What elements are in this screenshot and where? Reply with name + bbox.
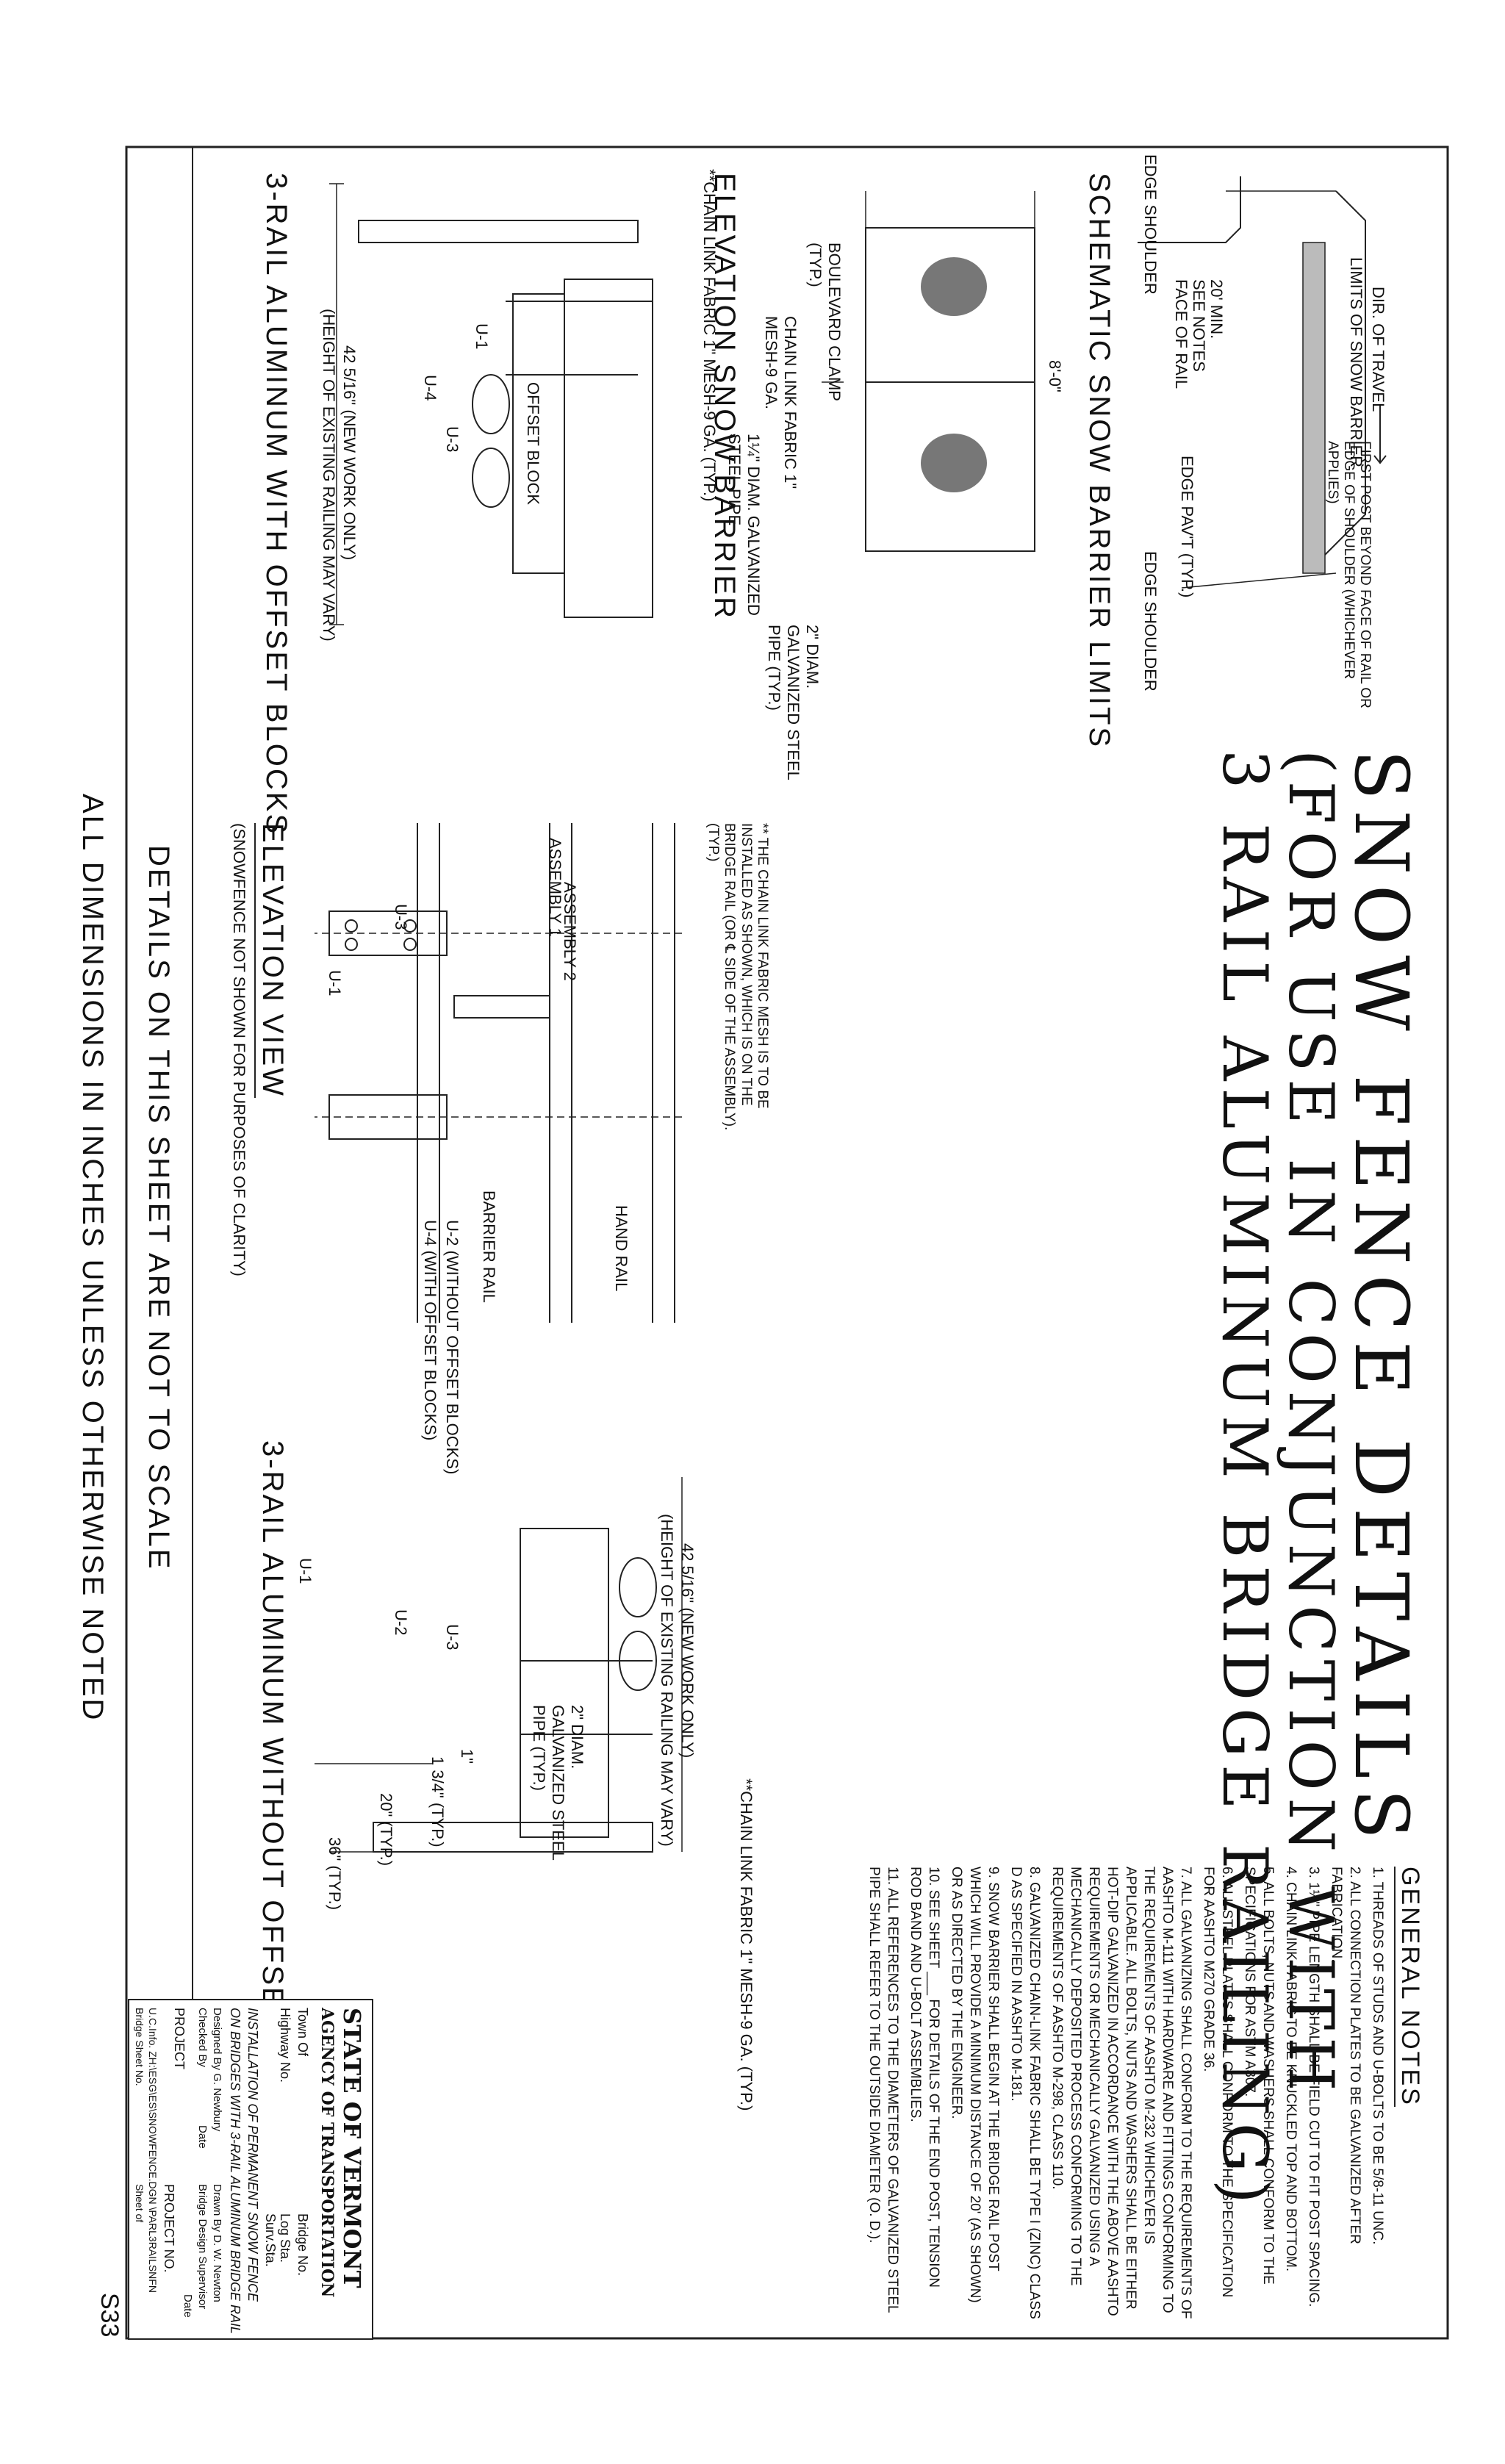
tb-date-2: Date	[182, 2294, 194, 2318]
dim-b-label: 20" (TYP.)	[377, 1793, 395, 1867]
barrier-rail-label: BARRIER RAIL	[480, 1190, 498, 1303]
with-offset-u3: U-3	[443, 426, 461, 453]
see-notes-label: SEE NOTES	[1190, 279, 1208, 372]
tb-bridge-no: Bridge No.	[295, 2213, 310, 2277]
tb-project: PROJECT	[172, 2008, 187, 2070]
tb-surv-sta: Surv.Sta.	[263, 2213, 278, 2267]
tb-sheet: Sheet of	[134, 2184, 146, 2223]
with-offset-height-note: (HEIGHT OF EXISTING RAILING MAY VARY)	[320, 309, 338, 642]
schematic-drawing	[1064, 147, 1446, 735]
without-offset-height-note: (HEIGHT OF EXISTING RAILING MAY VARY)	[658, 1514, 676, 1847]
general-note-item: 9. SNOW BARRIER SHALL BEGIN AT THE BRIDG…	[949, 1867, 1001, 2303]
boulevard-clamp-label: BOULEVARD CLAMP (TYP.)	[806, 243, 844, 401]
general-note-item: 10. SEE SHEET ___ FOR DETAILS OF THE END…	[908, 1867, 941, 2288]
with-offset-u1: U-1	[473, 323, 491, 350]
tb-project-no: PROJECT NO.	[162, 2184, 176, 2273]
title-line-1: SNOW FENCE DETAILS	[1338, 750, 1424, 1850]
dim-d-label: 1"	[458, 1749, 476, 1764]
general-notes: GENERAL NOTES 1. THREADS OF STUDS AND U-…	[861, 1867, 1424, 2322]
assembly-2-label: ASSEMBLY 2	[561, 882, 579, 981]
tb-file: U.C.Info. ZH:\ESG\ES\SNOWFENCE.DGN \PARL…	[147, 2008, 159, 2293]
spacing-label: 8'-0"	[1046, 360, 1064, 392]
dim-c-label: 36" (TYP.)	[326, 1837, 344, 1911]
offset-block-label: OFFSET BLOCK	[524, 382, 542, 506]
without-offset-pipe-label: 2" DIAM. GALVANIZED STEEL PIPE (TYP.)	[530, 1705, 586, 1861]
without-offset-chain-label: **CHAIN LINK FABRIC 1" MESH-9 GA. (TYP.)	[737, 1778, 755, 2111]
general-note-item: 3. 1¼" PIPE LENGTH SHALL BE FIELD CUT TO…	[1306, 1867, 1321, 2307]
pipe-2-label: 2" DIAM. GALVANIZED STEEL PIPE (TYP.)	[765, 625, 822, 780]
hand-rail-label: HAND RAIL	[612, 1205, 631, 1292]
general-note-item: 7. ALL GALVANIZING SHALL CONFORM TO THE …	[1049, 1867, 1193, 2319]
dim-a-label: 1 3/4" (TYP.)	[428, 1756, 447, 1847]
tb-sheet-no: S33	[96, 2293, 123, 2338]
dir-travel-label: DIR. OF TRAVEL	[1369, 287, 1387, 412]
elevation-view-drawing	[285, 808, 697, 1367]
elevation-view-title: ELEVATION VIEW	[254, 823, 289, 1098]
tb-date-1: Date	[196, 2125, 209, 2149]
min20-label: 20' MIN.	[1207, 279, 1226, 340]
tb-drawn: Drawn By D. W. Newton	[211, 2184, 223, 2302]
tb-log-sta: Log Sta.	[278, 2213, 292, 2263]
edge-shoulder-left-label: EDGE SHOULDER	[1141, 154, 1160, 295]
without-offset-height: 42 5/16" (NEW WORK ONLY)	[678, 1543, 697, 1759]
tb-supervisor: Bridge Design Supervisor	[196, 2184, 209, 2310]
without-offset-drawing	[285, 1440, 697, 2014]
chain-link-label: CHAIN LINK FABRIC 1" MESH-9 GA.	[762, 316, 800, 489]
general-note-item: 5. ALL BOLTS, NUTS AND WASHERS SHALL CON…	[1242, 1867, 1276, 2285]
u4-note-label: U-4 (WITH OFFSET BLOCKS)	[421, 1220, 439, 1441]
tb-desc-1: INSTALLATION OF PERMANENT SNOW FENCE	[245, 2008, 260, 2302]
general-note-item: 8. GALVANIZED CHAIN-LINK FABRIC SHALL BE…	[1008, 1867, 1042, 2319]
scale-note-1: DETAILS ON THIS SHEET ARE NOT TO SCALE	[143, 845, 175, 1571]
schematic-title: SCHEMATIC SNOW BARRIER LIMITS	[1083, 173, 1116, 750]
title-block: STATE OF VERMONT AGENCY OF TRANSPORTATIO…	[128, 1999, 373, 2340]
tb-desc-2: ON BRIDGES WITH 3-RAIL ALUMINUM BRIDGE R…	[228, 2008, 243, 2335]
edge-pavt-label: EDGE PAV'T (TYP.)	[1178, 456, 1196, 598]
scale-note-2: ALL DIMENSIONS IN INCHES UNLESS OTHERWIS…	[76, 794, 109, 1723]
without-offset-u3: U-3	[443, 1624, 461, 1651]
general-note-item: 1. THREADS OF STUDS AND U-BOLTS TO BE 5/…	[1370, 1867, 1385, 2245]
tb-checked: Checked By	[196, 2008, 209, 2067]
general-notes-heading: GENERAL NOTES	[1394, 1867, 1424, 2107]
edge-shoulder-right-label: EDGE SHOULDER	[1141, 551, 1160, 692]
first-post-label: FIRST POST BEYOND FACE OF RAIL OR EDGE O…	[1325, 441, 1373, 708]
tb-town: Town Of	[295, 2008, 310, 2057]
general-note-item: 2. ALL CONNECTION PLATES TO BE GALVANIZE…	[1329, 1867, 1362, 2244]
mesh-note: ** THE CHAIN LINK FABRIC MESH IS TO BE I…	[705, 823, 770, 1131]
face-of-rail-label: FACE OF RAIL	[1172, 279, 1190, 389]
with-offset-chain-label: **CHAIN LINK FABRIC 1" MESH-9 GA. (TYP.)	[700, 169, 719, 502]
with-offset-drawing	[300, 169, 682, 742]
general-note-item: 4. CHAIN LINK FABRIC TO BE KNUCKLED TOP …	[1283, 1867, 1299, 2272]
without-offset-u1: U-1	[296, 1558, 315, 1584]
limits-label: LIMITS OF SNOW BARRIER	[1347, 257, 1365, 468]
tb-state: STATE OF VERMONT	[338, 2008, 366, 2288]
tb-bridge-sheet: Bridge Sheet No.	[134, 2008, 146, 2086]
with-offset-height: 42 5/16" (NEW WORK ONLY)	[340, 345, 359, 561]
general-note-item: 6. ALL STEEL PLATES SHALL CONFORM TO THE…	[1201, 1867, 1235, 2298]
with-offset-title: 3-RAIL ALUMINUM WITH OFFSET BLOCKS	[260, 173, 292, 836]
with-offset-u4: U-4	[421, 375, 439, 401]
elevation-barrier-drawing	[755, 162, 1064, 750]
without-offset-u2: U-2	[392, 1609, 410, 1636]
elevation-u3: U-3	[392, 904, 410, 930]
tb-designed: Designed By G. Newbury	[211, 2008, 223, 2132]
elevation-u1: U-1	[326, 970, 344, 996]
elevation-view-subtitle: (SNOWFENCE NOT SHOWN FOR PURPOSES OF CLA…	[230, 823, 248, 1276]
tb-highway: Highway No.	[278, 2008, 292, 2083]
general-note-item: 11. ALL REFERENCES TO THE DIAMETERS OF G…	[866, 1867, 900, 2313]
tb-agency: AGENCY OF TRANSPORTATION	[317, 2008, 337, 2298]
u2-note-label: U-2 (WITHOUT OFFSET BLOCKS)	[443, 1220, 461, 1475]
